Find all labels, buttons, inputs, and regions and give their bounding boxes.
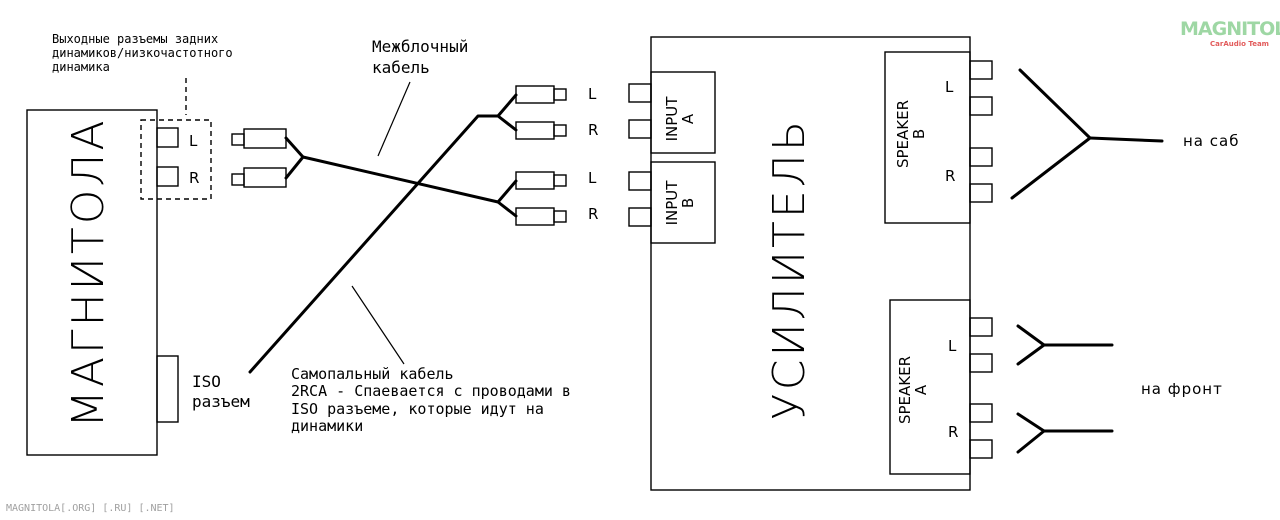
sub-wire-main (1088, 136, 1164, 143)
speaker-b-terminal-1 (969, 60, 993, 80)
interconnect-cable-bottom (284, 155, 305, 180)
input-b-label: INPUT B (663, 180, 697, 226)
head-unit-label: МАГНИТОЛА (63, 117, 114, 428)
speaker-b-box (884, 51, 971, 224)
input-a-box (650, 71, 716, 154)
brand-logo: MAGNITOLA (1180, 18, 1280, 40)
rear-outputs-dashed-box (140, 119, 212, 200)
input-a-r-label: R (588, 121, 599, 139)
front-wire-lower-a (1016, 412, 1046, 433)
amplifier-label: УСИЛИТЕЛЬ (764, 118, 815, 420)
interconnect-cable-split (496, 200, 518, 218)
iso-cable-split (496, 114, 518, 132)
footer-watermark: MAGNITOLA[.ORG] [.RU] [.NET] (6, 503, 175, 514)
amplifier-box (650, 36, 971, 491)
speaker-b-terminal-3 (969, 147, 993, 167)
speaker-a-terminal-2 (969, 353, 993, 373)
custom-cable-leader (351, 285, 405, 365)
interconnect-leader (377, 81, 411, 157)
sub-wire-upper (1018, 68, 1092, 140)
rca-plug-right-1 (515, 85, 567, 104)
rca-plug-right-2 (515, 121, 567, 140)
input-a-jack-r (628, 119, 652, 139)
input-a-label: INPUT A (663, 96, 697, 142)
speaker-b-label: SPEAKER B (894, 99, 928, 169)
speaker-a-label: SPEAKER A (896, 355, 930, 425)
speaker-a-r-label: R (948, 423, 959, 441)
iso-connector-label: ISO разъем (192, 372, 250, 411)
head-unit-output-r (156, 166, 179, 187)
speaker-b-terminal-2 (969, 96, 993, 116)
rca-plug-right-4 (515, 207, 567, 226)
speaker-a-terminal-1 (969, 317, 993, 337)
input-b-r-label: R (588, 205, 599, 223)
speaker-a-terminal-4 (969, 439, 993, 459)
iso-cable (248, 93, 518, 374)
speaker-b-r-label: R (945, 167, 956, 185)
input-b-jack-l (628, 171, 652, 191)
speaker-a-l-label: L (948, 337, 957, 355)
speaker-a-terminal-3 (969, 403, 993, 423)
input-a-jack-l (628, 83, 652, 103)
to-front-label: на фронт (1141, 380, 1223, 398)
to-sub-label: на саб (1183, 132, 1240, 150)
front-wire-lower-b (1016, 429, 1046, 454)
rca-plug-left-top (231, 128, 287, 149)
head-unit-r-label: R (189, 169, 200, 187)
input-b-box (650, 161, 716, 244)
head-unit-box (26, 109, 158, 456)
sub-wire-lower (1010, 136, 1092, 200)
custom-cable-label: Самопальный кабель 2RCA - Спаевается с п… (291, 365, 571, 436)
brand-tagline: CarAudio Team (1210, 40, 1269, 48)
speaker-b-l-label: L (945, 78, 954, 96)
front-wire-upper-b (1016, 343, 1046, 366)
speaker-b-terminal-4 (969, 183, 993, 203)
input-a-l-label: L (588, 85, 597, 103)
rca-plug-left-bottom (231, 167, 287, 188)
rear-outputs-title: Выходные разъемы задних динамиков/низкоч… (52, 32, 233, 74)
front-wire-upper-a (1016, 324, 1046, 347)
interconnect-cable-label: Межблочный кабель (372, 37, 469, 77)
input-b-jack-r (628, 207, 652, 227)
interconnect-cable-top (284, 136, 518, 204)
speaker-a-box (889, 299, 971, 475)
head-unit-l-label: L (189, 132, 198, 150)
head-unit-output-l (156, 127, 179, 148)
input-b-l-label: L (588, 169, 597, 187)
rca-plug-right-3 (515, 171, 567, 190)
iso-connector-box (156, 355, 179, 423)
